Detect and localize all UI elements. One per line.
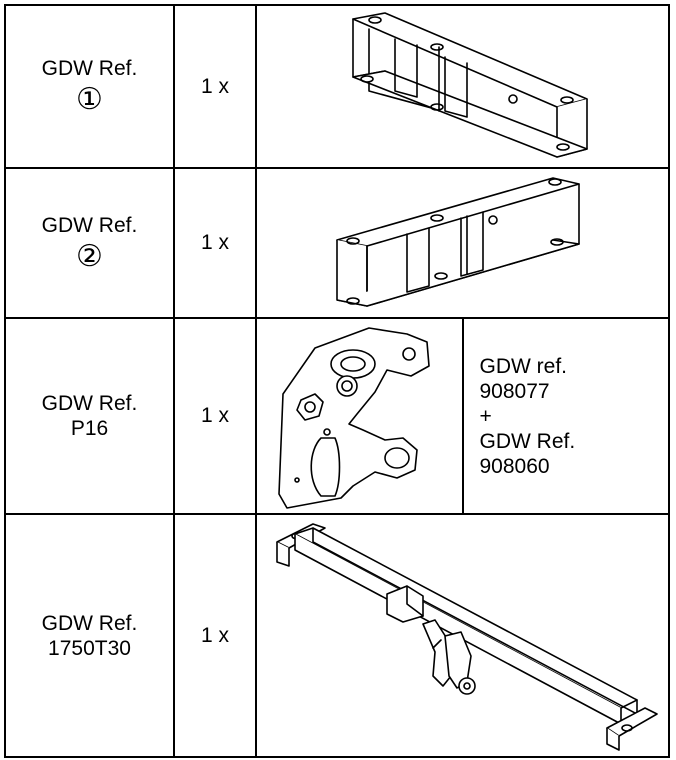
tow-bar-crossmember-illustration (276, 523, 658, 751)
table-row: GDW Ref. ② 1 x (4, 167, 670, 319)
qty-cell: 1 x (173, 4, 257, 169)
ref-number: ② (76, 239, 103, 273)
parts-table: GDW Ref. ① 1 x (4, 4, 670, 758)
note-line: + (479, 404, 492, 428)
ref-cell: GDW Ref. P16 (4, 317, 175, 515)
note-line: GDW ref. (479, 354, 568, 378)
table-row: GDW Ref. P16 1 x (4, 317, 670, 515)
ref-cell: GDW Ref. ② (4, 167, 175, 319)
qty-cell: 1 x (173, 317, 257, 515)
illustration-cell (255, 513, 670, 758)
table-row: GDW Ref. ① 1 x (4, 4, 670, 169)
ref-cell: GDW Ref. 1750T30 (4, 513, 175, 758)
ref-cell: GDW Ref. ① (4, 4, 175, 169)
illustration-cell (255, 167, 670, 319)
bracket-u-channel-right-illustration (336, 177, 580, 307)
illustration-cell (255, 317, 464, 515)
ref-label: GDW Ref. (41, 213, 138, 237)
qty-cell: 1 x (173, 513, 257, 758)
qty-cell: 1 x (173, 167, 257, 319)
ref-label: GDW Ref. (41, 392, 138, 415)
note-cell: GDW ref. 908077 + GDW Ref. 908060 (461, 317, 670, 515)
ref-label: GDW Ref. (41, 57, 138, 80)
table-row: GDW Ref. 1750T30 1 x (4, 513, 670, 758)
note-line: GDW Ref. (479, 429, 576, 453)
ref-number: P16 (70, 417, 109, 440)
illustration-cell (255, 4, 670, 169)
bracket-u-channel-left-illustration (352, 12, 588, 158)
ref-number: 1750T30 (48, 636, 131, 660)
note-line: 908060 (479, 454, 550, 478)
coupling-plate-illustration (278, 327, 430, 509)
ref-number: ① (76, 83, 103, 116)
ref-label: GDW Ref. (41, 611, 138, 635)
note-line: 908077 (479, 379, 550, 403)
